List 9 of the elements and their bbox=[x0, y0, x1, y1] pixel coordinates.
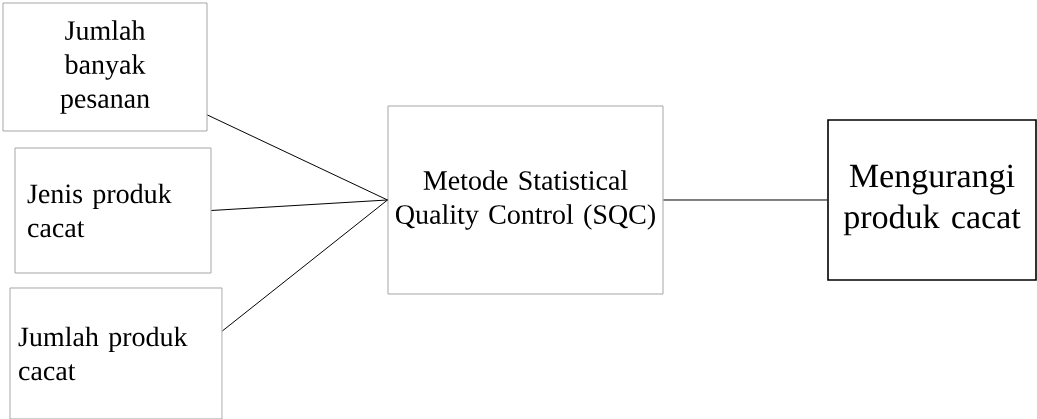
connector-line bbox=[211, 199, 388, 211]
text-box: Jumlah banyak pesanan bbox=[2, 2, 208, 132]
text-box: Metode Statistical Quality Control (SQC) bbox=[387, 105, 664, 295]
connector-line bbox=[663, 199, 828, 201]
text-box: Jenis produk cacat bbox=[14, 147, 212, 274]
text-box: Mengurangi produk cacat bbox=[827, 119, 1037, 281]
connector-line bbox=[222, 199, 388, 332]
connector-line bbox=[207, 114, 388, 201]
text-box: Jumlah produk cacat bbox=[9, 287, 223, 419]
